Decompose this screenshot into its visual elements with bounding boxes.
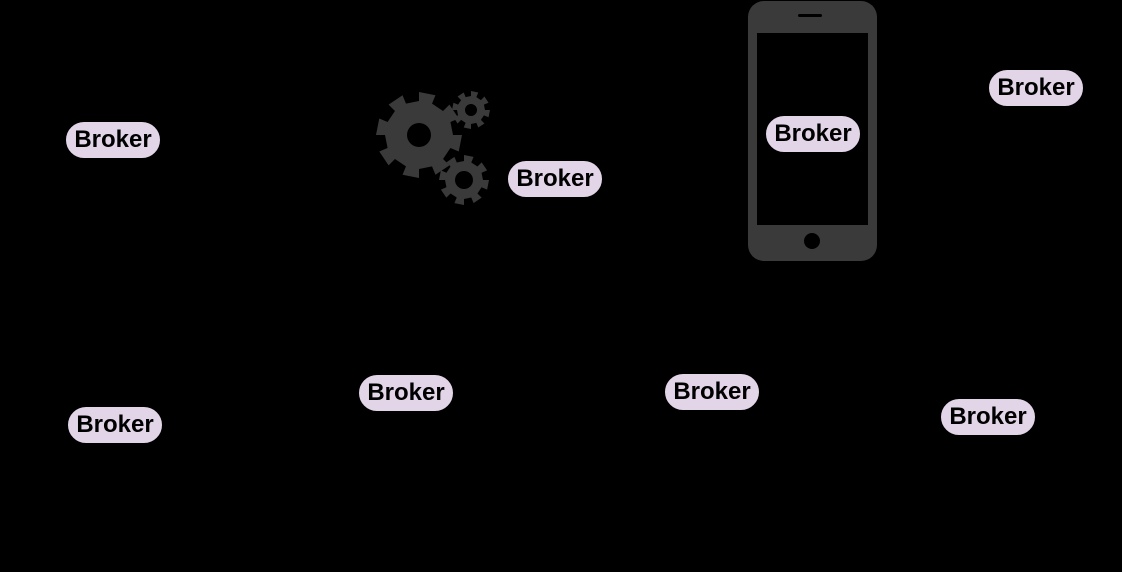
- broker-node: Broker: [940, 398, 1036, 436]
- broker-node: Broker: [664, 373, 760, 411]
- broker-node: Broker: [67, 406, 163, 444]
- broker-node: Broker: [765, 115, 861, 153]
- gears-icon: [376, 91, 490, 205]
- broker-node: Broker: [65, 121, 161, 159]
- broker-node: Broker: [507, 160, 603, 198]
- broker-node: Broker: [988, 69, 1084, 107]
- broker-node: Broker: [358, 374, 454, 412]
